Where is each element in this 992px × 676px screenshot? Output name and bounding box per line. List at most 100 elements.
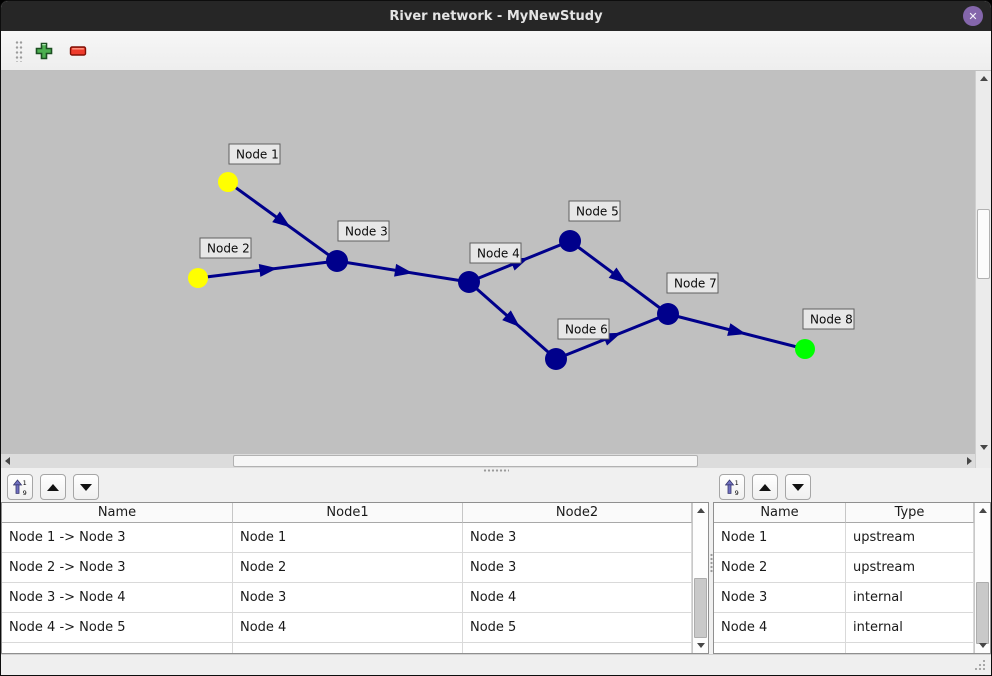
table-cell-empty xyxy=(463,643,692,653)
table-cell-empty xyxy=(846,643,974,653)
table-cell[interactable]: Node 3 xyxy=(714,583,846,613)
resize-grip-icon[interactable] xyxy=(983,668,985,670)
column-header[interactable]: Node1 xyxy=(233,503,463,523)
triangle-down-icon xyxy=(979,444,988,450)
node-label: Node 8 xyxy=(802,308,855,330)
edge-arrow-icon xyxy=(258,264,278,277)
network-node[interactable] xyxy=(458,271,480,293)
table-cell[interactable]: Node 4 xyxy=(463,583,692,613)
sort-button[interactable]: 1 9 xyxy=(719,474,745,500)
table-cell[interactable]: internal xyxy=(846,613,974,643)
table-cell[interactable]: Node 1 -> Node 3 xyxy=(2,523,233,553)
table-empty-row xyxy=(714,643,974,653)
node-label: Node 3 xyxy=(337,220,390,242)
network-node[interactable] xyxy=(218,172,238,192)
table-cell[interactable]: Node 4 xyxy=(233,613,463,643)
column-header[interactable]: Name xyxy=(2,503,233,523)
table-cell[interactable]: Node 3 xyxy=(463,523,692,553)
svg-text:1: 1 xyxy=(734,479,738,487)
move-down-button[interactable] xyxy=(785,474,811,500)
title-bar[interactable]: River network - MyNewStudy ✕ xyxy=(1,1,991,31)
scroll-down-button[interactable] xyxy=(975,639,990,652)
close-icon: ✕ xyxy=(968,9,978,23)
table-scroll-thumb[interactable] xyxy=(694,578,707,638)
table-cell-empty xyxy=(2,643,233,653)
table-cell[interactable]: Node 1 xyxy=(233,523,463,553)
canvas-horizontal-scrollbar[interactable] xyxy=(1,454,975,468)
scroll-right-button[interactable] xyxy=(963,454,975,468)
toolbar-drag-handle-icon[interactable] xyxy=(15,39,23,62)
horizontal-scroll-thumb[interactable] xyxy=(233,455,698,467)
triangle-down-icon xyxy=(696,643,705,648)
tables-splitter[interactable] xyxy=(709,472,713,654)
scroll-down-button[interactable] xyxy=(693,639,708,652)
svg-text:Node 3: Node 3 xyxy=(345,225,388,239)
canvas-vertical-scrollbar[interactable] xyxy=(975,71,991,454)
add-node-button[interactable] xyxy=(31,38,57,64)
nodes-table-scrollbar[interactable] xyxy=(974,503,990,653)
svg-text:Node 2: Node 2 xyxy=(207,242,250,256)
sort-ascending-icon: 1 9 xyxy=(724,479,738,496)
scroll-left-button[interactable] xyxy=(1,454,13,468)
network-node[interactable] xyxy=(545,348,567,370)
network-node[interactable] xyxy=(559,230,581,252)
node-label: Node 6 xyxy=(557,318,610,340)
table-cell[interactable]: Node 3 xyxy=(463,553,692,583)
canvas-panel-splitter[interactable] xyxy=(1,468,991,472)
table-cell[interactable]: Node 2 -> Node 3 xyxy=(2,553,233,583)
table-cell[interactable]: internal xyxy=(846,583,974,613)
table-cell[interactable]: Node 3 xyxy=(233,583,463,613)
hscroll-row xyxy=(1,454,991,468)
table-cell[interactable]: upstream xyxy=(846,523,974,553)
move-down-button[interactable] xyxy=(73,474,99,500)
table-cell[interactable]: Node 3 -> Node 4 xyxy=(2,583,233,613)
network-node[interactable] xyxy=(326,250,348,272)
table-cell[interactable]: Node 2 xyxy=(714,553,846,583)
network-node[interactable] xyxy=(657,303,679,325)
table-cell[interactable]: Node 4 xyxy=(714,613,846,643)
sort-button[interactable]: 1 9 xyxy=(7,474,33,500)
move-up-button[interactable] xyxy=(752,474,778,500)
scroll-up-button[interactable] xyxy=(693,504,708,517)
arrow-up-icon xyxy=(47,483,59,491)
edges-table-scrollbar[interactable] xyxy=(692,503,708,653)
table-cell[interactable]: Node 1 xyxy=(714,523,846,553)
table-cell[interactable]: Node 5 xyxy=(463,613,692,643)
edges-toolbar: 1 9 xyxy=(1,472,709,502)
scroll-up-button[interactable] xyxy=(975,504,990,517)
table-scroll-thumb[interactable] xyxy=(976,582,989,644)
column-header[interactable]: Name xyxy=(714,503,846,523)
column-header[interactable]: Type xyxy=(846,503,974,523)
table-cell-empty xyxy=(714,643,846,653)
scroll-down-button[interactable] xyxy=(976,440,991,454)
scroll-up-button[interactable] xyxy=(976,71,991,85)
move-up-button[interactable] xyxy=(40,474,66,500)
close-button[interactable]: ✕ xyxy=(963,6,983,26)
table-cell[interactable]: Node 2 xyxy=(233,553,463,583)
plus-icon xyxy=(35,42,53,59)
edge-arrow-icon xyxy=(394,263,413,277)
splitter-handle-icon xyxy=(709,553,713,573)
vertical-scroll-thumb[interactable] xyxy=(977,209,990,279)
network-node[interactable] xyxy=(188,268,208,288)
node-label: Node 4 xyxy=(469,242,522,264)
remove-node-button[interactable] xyxy=(65,38,91,64)
column-header[interactable]: Node2 xyxy=(463,503,692,523)
network-node[interactable] xyxy=(795,339,815,359)
table-cell[interactable]: upstream xyxy=(846,553,974,583)
table-cell[interactable]: Node 4 -> Node 5 xyxy=(2,613,233,643)
